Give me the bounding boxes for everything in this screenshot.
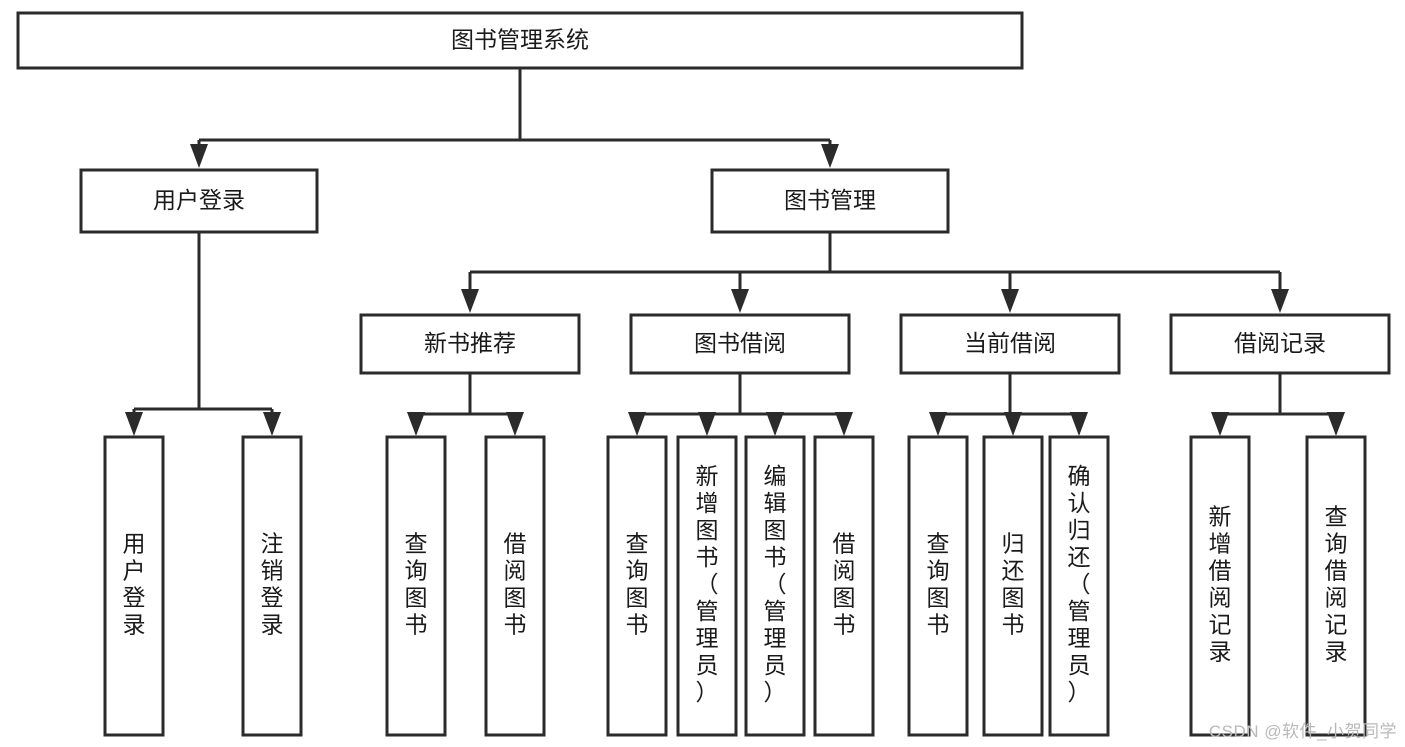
node-root-label: 图书管理系统: [451, 27, 589, 53]
node-book-borrow-label: 图书借阅: [694, 330, 786, 356]
node-leaf-query-book-rec-box: [385, 435, 447, 737]
node-book-management[interactable]: 图书管理: [710, 168, 950, 234]
node-leaf-add-book[interactable]: 新增图书（管理员）: [676, 435, 738, 737]
arrow-head-icon: [1211, 412, 1229, 436]
arrow-head-icon: [1327, 412, 1345, 436]
node-leaf-query-book-borrow[interactable]: 查询图书: [606, 435, 668, 737]
node-leaf-add-record[interactable]: 新增借阅记录: [1189, 435, 1251, 737]
node-leaf-return-book-label: 归还图书: [1002, 531, 1025, 638]
node-leaf-borrow-book-box: [813, 435, 875, 737]
node-new-book-recommend-box: [359, 313, 581, 375]
node-leaf-query-book-cur[interactable]: 查询图书: [907, 435, 969, 737]
node-book-borrow[interactable]: 图书借阅: [629, 313, 851, 375]
arrow-head-icon: [190, 144, 208, 168]
node-root[interactable]: 图书管理系统: [16, 11, 1024, 70]
arrow-head-icon: [628, 412, 646, 436]
node-leaf-query-book-rec-label: 查询图书: [405, 531, 428, 638]
node-user-login-box: [79, 168, 319, 234]
node-book-management-box: [710, 168, 950, 234]
node-root-box: [16, 11, 1024, 70]
arrow-head-icon: [766, 412, 784, 436]
node-leaf-confirm-return-box: [1048, 435, 1110, 737]
node-leaf-edit-book-label: 编辑图书（管理员）: [764, 463, 787, 705]
node-current-borrow-box: [899, 313, 1121, 375]
node-leaf-query-record-box: [1305, 435, 1367, 737]
arrow-head-icon: [407, 412, 425, 436]
node-leaf-borrow-book-rec-label: 借阅图书: [504, 531, 527, 638]
node-leaf-user-login-box: [103, 435, 165, 737]
node-book-borrow-box: [629, 313, 851, 375]
node-leaf-return-book-box: [982, 435, 1044, 737]
node-new-book-recommend[interactable]: 新书推荐: [359, 313, 581, 375]
node-leaf-query-book-borrow-box: [606, 435, 668, 737]
node-leaf-borrow-book-rec[interactable]: 借阅图书: [484, 435, 546, 737]
arrow-head-icon: [929, 412, 947, 436]
node-leaf-query-book-cur-label: 查询图书: [927, 531, 950, 638]
node-leaf-logout-box: [241, 435, 303, 737]
node-leaf-add-record-box: [1189, 435, 1251, 737]
node-leaf-edit-book[interactable]: 编辑图书（管理员）: [744, 435, 806, 737]
node-leaf-user-login[interactable]: 用户登录: [103, 435, 165, 737]
node-leaf-borrow-book-rec-box: [484, 435, 546, 737]
node-leaf-query-record-label: 查询借阅记录: [1325, 504, 1348, 665]
arrow-head-icon: [835, 412, 853, 436]
node-current-borrow[interactable]: 当前借阅: [899, 313, 1121, 375]
arrow-head-icon: [821, 144, 839, 168]
node-new-book-recommend-label: 新书推荐: [424, 330, 516, 356]
node-book-management-label: 图书管理: [784, 187, 876, 213]
node-leaf-borrow-book-label: 借阅图书: [833, 531, 856, 638]
node-leaf-query-book-rec[interactable]: 查询图书: [385, 435, 447, 737]
node-leaf-add-book-box: [676, 435, 738, 737]
node-leaf-edit-book-box: [744, 435, 806, 737]
node-leaf-borrow-book[interactable]: 借阅图书: [813, 435, 875, 737]
arrow-head-icon: [125, 412, 143, 436]
arrow-head-icon: [263, 412, 281, 436]
nodes-layer: 图书管理系统用户登录图书管理新书推荐图书借阅当前借阅借阅记录用户登录注销登录查询…: [16, 11, 1391, 737]
node-user-login[interactable]: 用户登录: [79, 168, 319, 234]
node-borrow-record-box: [1169, 313, 1391, 375]
node-leaf-query-record[interactable]: 查询借阅记录: [1305, 435, 1367, 737]
node-leaf-confirm-return-label: 确认归还（管理员）: [1068, 463, 1091, 705]
node-leaf-add-book-label: 新增图书（管理员）: [696, 463, 719, 705]
node-leaf-confirm-return[interactable]: 确认归还（管理员）: [1048, 435, 1110, 737]
node-leaf-query-book-cur-box: [907, 435, 969, 737]
arrow-head-icon: [731, 289, 749, 313]
node-leaf-logout-label: 注销登录: [261, 531, 284, 638]
arrow-head-icon: [506, 412, 524, 436]
arrow-head-icon: [1004, 412, 1022, 436]
node-user-login-label: 用户登录: [153, 187, 245, 213]
node-leaf-return-book[interactable]: 归还图书: [982, 435, 1044, 737]
arrow-head-icon: [461, 289, 479, 313]
arrow-head-icon: [1070, 412, 1088, 436]
connectors-layer: [125, 68, 1345, 436]
node-borrow-record[interactable]: 借阅记录: [1169, 313, 1391, 375]
node-leaf-add-record-label: 新增借阅记录: [1209, 504, 1232, 665]
node-leaf-query-book-borrow-label: 查询图书: [626, 531, 649, 638]
arrow-head-icon: [1271, 289, 1289, 313]
arrow-head-icon: [1001, 289, 1019, 313]
arrow-head-icon: [698, 412, 716, 436]
node-current-borrow-label: 当前借阅: [964, 330, 1056, 356]
node-leaf-logout[interactable]: 注销登录: [241, 435, 303, 737]
node-borrow-record-label: 借阅记录: [1234, 330, 1326, 356]
node-leaf-user-login-label: 用户登录: [123, 531, 146, 638]
